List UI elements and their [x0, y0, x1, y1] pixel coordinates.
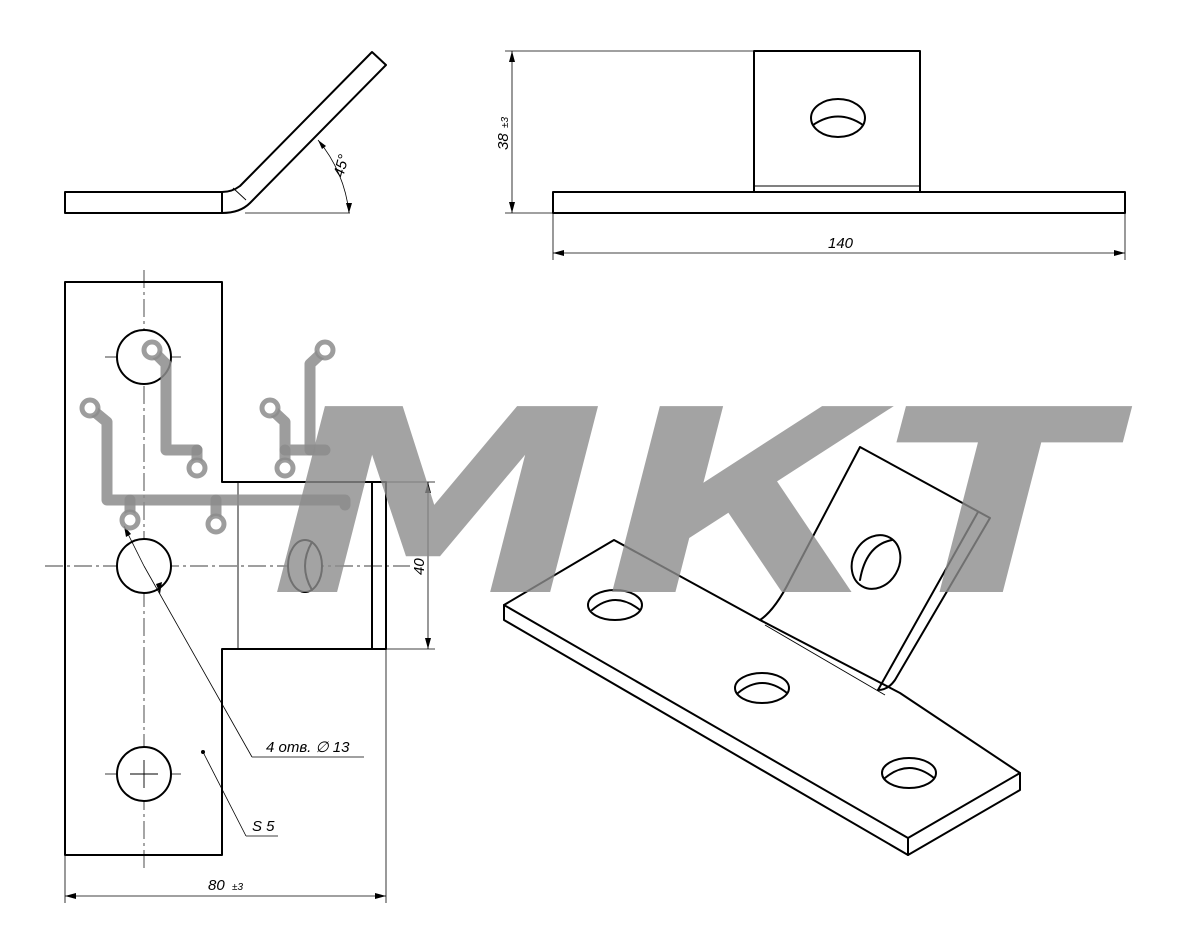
- width-dimension-label: 80: [208, 877, 225, 894]
- watermark: МКТ: [79, 339, 1133, 653]
- circuit-logo-icon: [79, 339, 351, 535]
- holes-callout-label: 4 отв. ∅ 13: [266, 739, 350, 756]
- length-dimension-label: 140: [828, 235, 854, 252]
- tab-width-dimension-label: 40: [411, 558, 428, 575]
- front-view: 38 ±3 140: [495, 50, 1126, 260]
- isometric-view: [503, 446, 1021, 856]
- height-tolerance-label: ±3: [500, 117, 511, 128]
- angle-dimension-label: 45°: [330, 153, 352, 179]
- height-dimension-label: 38: [495, 133, 512, 150]
- thickness-callout-label: S 5: [252, 818, 275, 835]
- width-tolerance-label: ±3: [232, 882, 243, 893]
- watermark-text: МКТ: [270, 356, 1133, 653]
- top-view: 40 4 отв. ∅ 13 S 5 80 ±3: [45, 270, 435, 903]
- side-view: 45°: [64, 51, 387, 214]
